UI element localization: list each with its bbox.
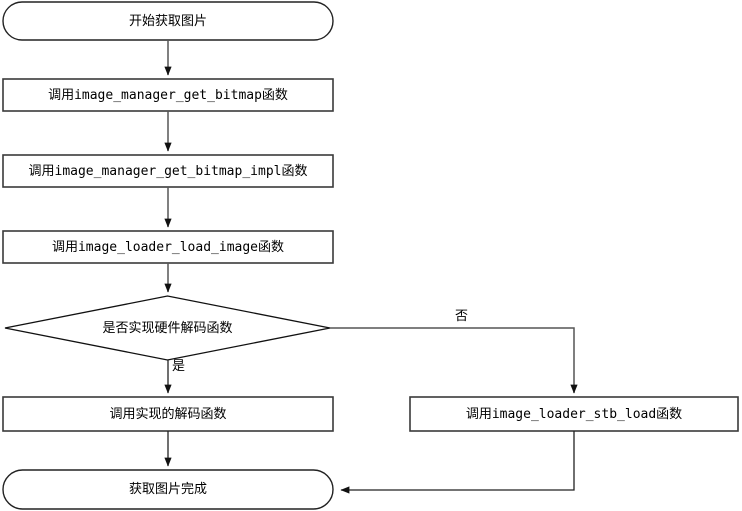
edge-label-yes: 是 [172, 359, 186, 374]
node-loader-load-image-shape[interactable] [2, 230, 334, 264]
edge-decision-no-to-stb-load [330, 327, 578, 394]
node-end-shape[interactable] [2, 469, 334, 510]
node-get-bitmap-impl-shape[interactable] [2, 154, 334, 188]
node-start-shape[interactable] [2, 1, 334, 41]
node-stb-load-shape[interactable] [409, 396, 739, 432]
node-has-hw-decoder-shape[interactable] [4, 295, 331, 361]
node-get-bitmap-shape[interactable] [2, 78, 334, 112]
node-call-impl-decoder-shape[interactable] [2, 396, 334, 432]
edge-stb-load-to-end [340, 431, 575, 494]
edge-label-no: 否 [455, 309, 469, 324]
